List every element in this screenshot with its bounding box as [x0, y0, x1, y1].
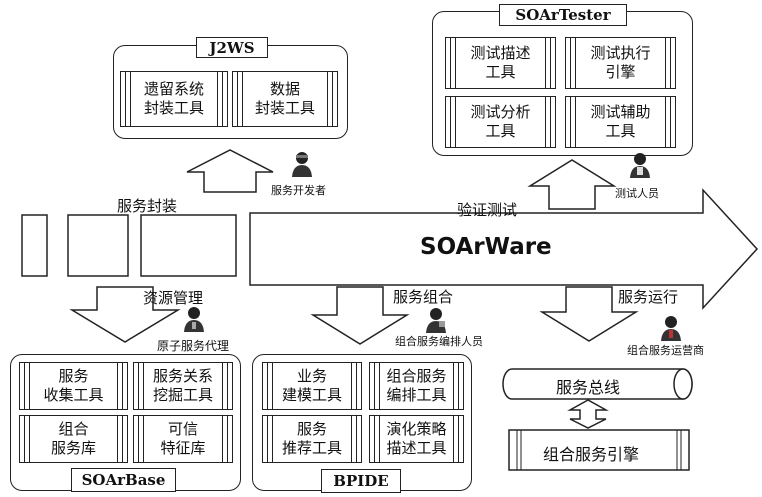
label-service-running: 服务运行: [618, 288, 679, 306]
bidirectional-arrow: [567, 399, 609, 429]
placeholder-rect-2: [67, 214, 129, 277]
soartester-tool-test-assist: 测试辅助工具: [565, 96, 676, 148]
service-developer-icon: [291, 151, 313, 177]
service-bus-label: 服务总线: [556, 378, 621, 397]
composite-engine-box: [508, 429, 690, 471]
up-arrow-j2ws: [186, 149, 274, 193]
service-bus-cylinder: [502, 368, 693, 400]
bpide-title: BPIDE: [321, 469, 401, 493]
soarbase-title: SOArBase: [71, 468, 176, 492]
atomic-service-agent-icon: [183, 306, 205, 332]
j2ws-tool-data: 数据封装工具: [232, 71, 338, 127]
soartester-title: SOArTester: [499, 4, 627, 26]
down-arrow-soarbase: [69, 286, 181, 343]
soarbase-tool-relation-mining: 服务关系挖掘工具: [133, 362, 233, 410]
label-service-composition: 服务组合: [393, 288, 454, 306]
role-atomic-service-agent: 原子服务代理: [157, 339, 230, 353]
bpide-tool-composition-orchestration: 组合服务编排工具: [369, 362, 464, 410]
j2ws-tool-legacy: 遗留系统封装工具: [120, 71, 228, 127]
down-arrow-runtime: [539, 286, 639, 342]
soarbase-trust-feature-repo: 可信特征库: [133, 415, 233, 463]
j2ws-title: J2WS: [196, 37, 268, 58]
tester-icon: [629, 152, 651, 178]
composite-service-orchestrator-icon: [425, 307, 447, 333]
role-tester: 测试人员: [615, 187, 659, 200]
label-service-encapsulation: 服务封装: [117, 197, 178, 215]
soarware-label: SOArWare: [420, 234, 552, 260]
soartester-tool-test-description: 测试描述工具: [445, 37, 556, 89]
bpide-tool-business-modeling: 业务建模工具: [262, 362, 362, 410]
label-verification-test: 验证测试: [457, 201, 518, 219]
role-service-developer: 服务开发者: [271, 184, 326, 197]
role-composite-service-orchestrator: 组合服务编排人员: [395, 335, 483, 348]
label-resource-management: 资源管理: [143, 289, 204, 307]
bpide-tool-evolution-strategy: 演化策略描述工具: [369, 415, 464, 463]
placeholder-rect-3: [140, 214, 237, 277]
soartester-tool-test-execution: 测试执行引擎: [565, 37, 676, 89]
placeholder-rect-1: [21, 214, 48, 277]
soarware-main-arrow: [249, 188, 759, 310]
up-arrow-soartester: [527, 159, 617, 210]
soarbase-tool-service-collection: 服务收集工具: [19, 362, 128, 410]
bpide-tool-service-recommendation: 服务推荐工具: [262, 415, 362, 463]
down-arrow-bpide: [310, 286, 410, 345]
soarbase-composite-service-repo: 组合服务库: [19, 415, 128, 463]
composite-service-operator-icon: [660, 315, 682, 341]
role-composite-service-operator: 组合服务运营商: [627, 344, 704, 357]
composite-engine-label: 组合服务引擎: [543, 445, 640, 464]
soartester-tool-test-analysis: 测试分析工具: [445, 96, 556, 148]
